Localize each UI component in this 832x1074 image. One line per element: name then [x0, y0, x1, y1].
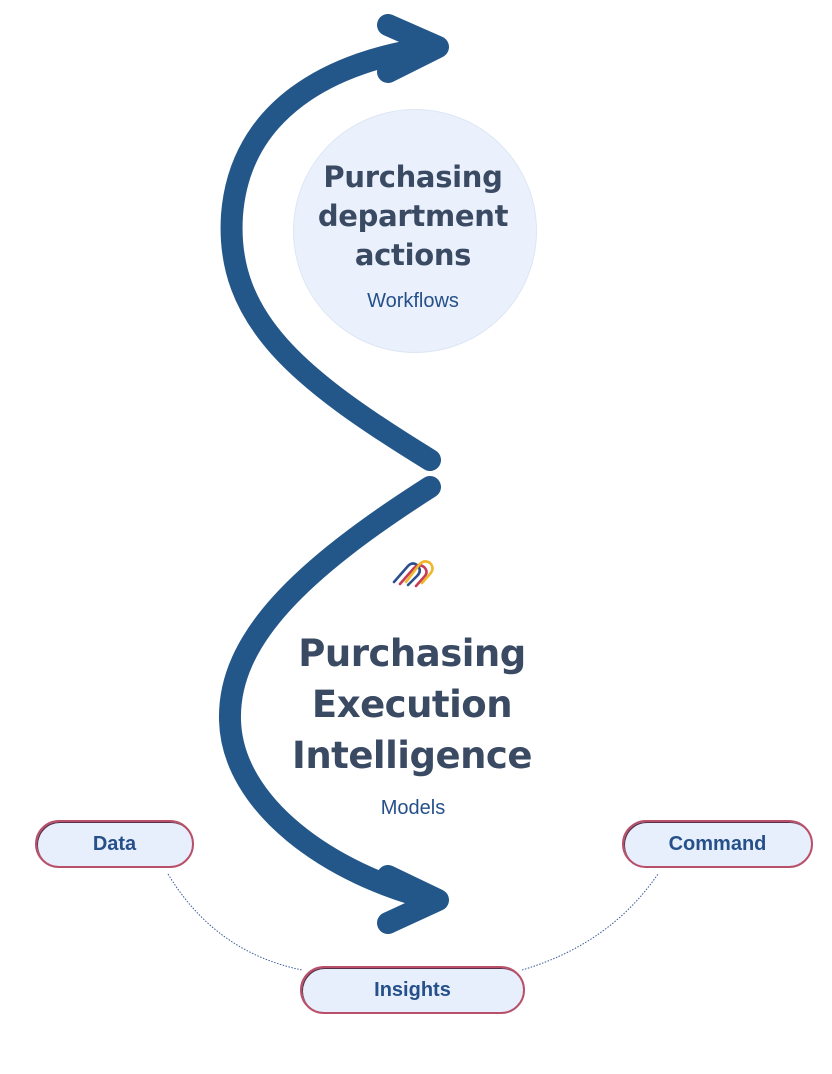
- core-title: Purchasing Execution Intelligence: [292, 632, 532, 777]
- workflows-subtitle: Workflows: [367, 290, 459, 312]
- insights-pill[interactable]: Insights: [300, 966, 525, 1014]
- command-pill[interactable]: Command: [622, 820, 813, 868]
- lower-arrow-curve: [218, 476, 446, 911]
- workflows-circle: [294, 110, 536, 352]
- workflows-title: Purchasing department actions: [317, 160, 509, 272]
- core-subtitle: Models: [380, 797, 446, 819]
- upper-arrow-curve: [220, 36, 446, 471]
- upper-arrow-head: [377, 14, 449, 83]
- interlinked-paperclip-logo-icon: [392, 560, 434, 588]
- data-pill[interactable]: Data: [35, 820, 194, 868]
- lower-arrow-head: [377, 865, 449, 934]
